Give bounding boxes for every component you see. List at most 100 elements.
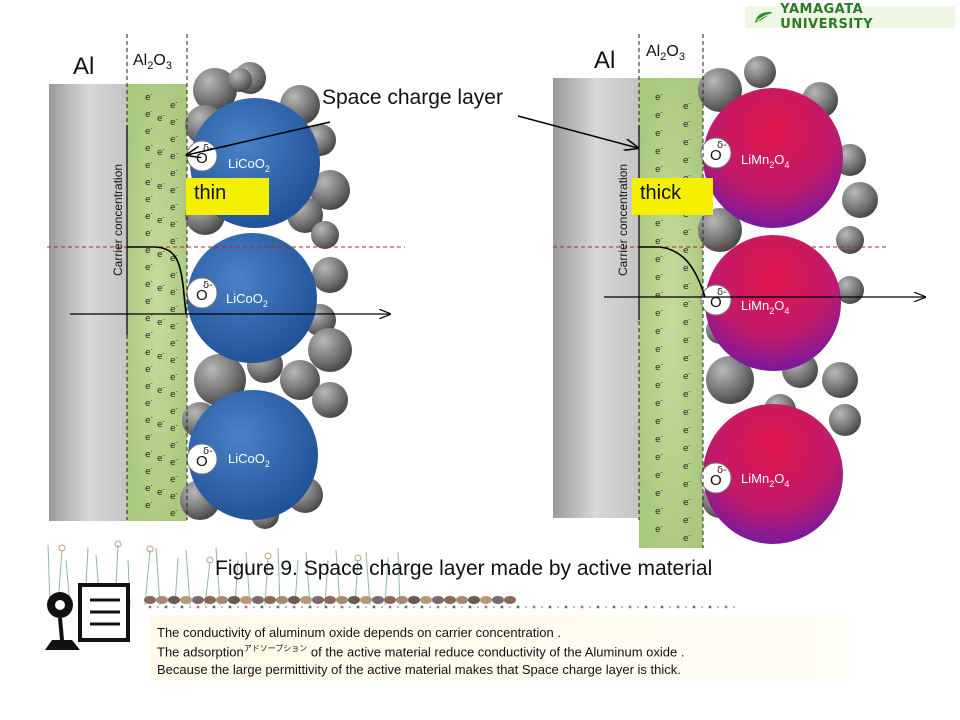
- electron-label: e-: [145, 312, 153, 324]
- electron-label: e-: [157, 146, 165, 158]
- note-line-2: The adsorptionアドソープション of the active mat…: [157, 644, 685, 660]
- electron-label: e-: [157, 112, 165, 124]
- space-charge-arrow-right: [517, 115, 638, 148]
- electron-label: e-: [655, 163, 663, 175]
- electron-label: e-: [170, 252, 178, 264]
- delta-label: δ-: [203, 143, 213, 154]
- electron-label: e-: [145, 91, 153, 103]
- electron-label: e-: [683, 532, 691, 544]
- electron-label: e-: [655, 307, 663, 319]
- notes-box: [150, 615, 850, 681]
- electron-label: e-: [157, 350, 165, 362]
- electron-label: e-: [170, 388, 178, 400]
- electron-label: e-: [170, 490, 178, 502]
- limn2o4-label: LiMn2O4: [741, 471, 789, 489]
- electron-label: e-: [683, 334, 691, 346]
- electron-label: e-: [683, 262, 691, 274]
- electron-label: e-: [655, 397, 663, 409]
- electron-label: e-: [157, 214, 165, 226]
- aluminum-block-right: [553, 78, 639, 518]
- oxygen-labels: Oδ-Oδ-Oδ-Oδ-Oδ-Oδ-: [196, 140, 727, 489]
- delta-label: δ-: [717, 465, 727, 476]
- electron-label: e-: [655, 487, 663, 499]
- electron-label: e-: [655, 127, 663, 139]
- electron-label: e-: [157, 316, 165, 328]
- electron-label: e-: [145, 329, 153, 341]
- oxide-label-left: Al2O3: [133, 52, 172, 73]
- electron-label: e-: [170, 422, 178, 434]
- licoo2-label: LiCoO2: [228, 451, 270, 469]
- electron-label: e-: [683, 298, 691, 310]
- aluminum-label-left: Al: [73, 53, 95, 80]
- electron-label: e-: [655, 253, 663, 265]
- electron-label: e-: [655, 523, 663, 535]
- licoo2-particle: [187, 233, 317, 363]
- electron-label: e-: [655, 469, 663, 481]
- electron-label: e-: [683, 280, 691, 292]
- oxygen-label: O: [196, 453, 208, 470]
- electron-label: e-: [683, 478, 691, 490]
- concentration-curve-right: [639, 246, 706, 298]
- electron-label: e-: [683, 496, 691, 508]
- electron-label: e-: [170, 303, 178, 315]
- electron-label: e-: [145, 261, 153, 273]
- oxide-label-right: Al2O3: [646, 43, 685, 64]
- electron-label: e-: [655, 361, 663, 373]
- electron-label: e-: [145, 108, 153, 120]
- oxygen-label: O: [196, 150, 208, 167]
- electron-label: e-: [170, 218, 178, 230]
- oxygen-site: [700, 137, 732, 169]
- electron-label: e-: [145, 380, 153, 392]
- oxygen-label: O: [196, 287, 208, 304]
- electron-label: e-: [145, 244, 153, 256]
- oxygen-site: [186, 443, 218, 475]
- limn2o4-label: LiMn2O4: [741, 152, 789, 170]
- electron-label: e-: [683, 100, 691, 112]
- electron-label: e-: [170, 286, 178, 298]
- limn2o4-particle: [703, 404, 843, 544]
- delta-label: δ-: [203, 280, 213, 291]
- electron-label: e-: [170, 439, 178, 451]
- electron-label: e-: [655, 109, 663, 121]
- electron-label: e-: [170, 456, 178, 468]
- electron-label: e-: [145, 227, 153, 239]
- electron-label: e-: [145, 176, 153, 188]
- electron-label: e-: [170, 269, 178, 281]
- electron-label: e-: [655, 379, 663, 391]
- electron-label: e-: [655, 433, 663, 445]
- electron-label: e-: [170, 320, 178, 332]
- electron-label: e-: [655, 505, 663, 517]
- concentration-curve-left: [127, 246, 187, 315]
- electron-label: e-: [145, 278, 153, 290]
- electron-label: e-: [655, 415, 663, 427]
- electron-label: e-: [145, 482, 153, 494]
- oxygen-label: O: [710, 147, 722, 164]
- electron-label: e-: [170, 133, 178, 145]
- carrier-axis-label-right: Carrier concentration: [616, 163, 630, 276]
- electron-label: e-: [655, 235, 663, 247]
- electron-label: e-: [655, 91, 663, 103]
- electron-label: e-: [170, 150, 178, 162]
- electron-label: e-: [655, 217, 663, 229]
- electron-label: e-: [145, 295, 153, 307]
- aluminum-label-right: Al: [594, 47, 616, 74]
- electron-label: e-: [145, 431, 153, 443]
- delta-label: δ-: [717, 140, 727, 151]
- electron-label: e-: [157, 418, 165, 430]
- carbon-spheres-left: [180, 62, 352, 529]
- electron-label: e-: [170, 116, 178, 128]
- electron-label: e-: [683, 460, 691, 472]
- electron-label: e-: [145, 142, 153, 154]
- electron-label: e-: [655, 271, 663, 283]
- electron-label: e-: [655, 145, 663, 157]
- electron-label: e-: [683, 136, 691, 148]
- electron-group: e-e-e-e-e-e-e-e-e-e-e-e-e-e-e-e-e-e-e-e-…: [145, 91, 691, 544]
- electron-label: e-: [683, 406, 691, 418]
- limn2o4-particle: [703, 88, 843, 228]
- electron-label: e-: [683, 370, 691, 382]
- university-logo: YAMAGATA UNIVERSITY: [745, 2, 955, 32]
- licoo2-label: LiCoO2: [226, 291, 268, 309]
- electron-label: e-: [145, 448, 153, 460]
- electron-label: e-: [683, 514, 691, 526]
